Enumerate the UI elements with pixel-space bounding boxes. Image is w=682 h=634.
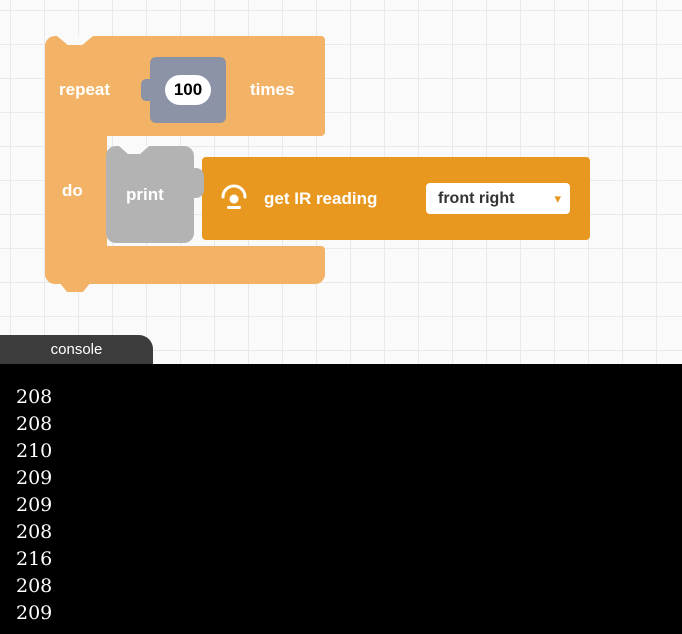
ir-sensor-dropdown-value: front right <box>438 189 515 207</box>
get-ir-reading-block[interactable]: get IR reading front right ▾ <box>202 157 590 240</box>
print-block[interactable]: print <box>106 146 210 243</box>
ir-sensor-icon <box>221 184 247 209</box>
chevron-down-icon: ▾ <box>554 190 561 206</box>
repeat-block[interactable]: repeat 100 times do <box>45 36 325 292</box>
print-block-notch <box>119 146 149 154</box>
console-line: 208 <box>16 386 53 408</box>
do-label: do <box>62 181 83 200</box>
console-line: 208 <box>16 413 53 435</box>
repeat-count-block-tab <box>141 79 152 101</box>
repeat-count-block[interactable]: 100 <box>141 57 226 123</box>
console-output[interactable]: 208 208 210 209 209 208 216 208 209 <box>0 364 682 634</box>
console-line: 209 <box>16 467 53 489</box>
get-ir-reading-label: get IR reading <box>264 189 378 208</box>
times-label: times <box>250 80 295 99</box>
console-tab-label: console <box>50 341 103 358</box>
repeat-block-do-column <box>45 136 107 246</box>
print-block-body: print <box>106 146 194 243</box>
console-line: 209 <box>16 494 53 516</box>
repeat-count-field[interactable]: 100 <box>165 75 211 105</box>
print-label: print <box>126 184 164 204</box>
repeat-block-notch <box>57 36 93 45</box>
repeat-label: repeat <box>59 80 111 99</box>
print-block-output-tab <box>186 168 204 198</box>
repeat-block-next-connector <box>60 284 90 292</box>
ir-sensor-dropdown[interactable]: front right ▾ <box>426 183 570 214</box>
blockly-workspace[interactable]: repeat 100 times do print <box>0 0 682 364</box>
console-line: 208 <box>16 575 53 597</box>
console-line: 216 <box>16 548 53 570</box>
console-tab[interactable]: console <box>0 335 153 364</box>
repeat-block-bottom <box>45 246 325 284</box>
console-line: 210 <box>16 440 53 462</box>
console-line: 209 <box>16 602 53 624</box>
console-line: 208 <box>16 521 53 543</box>
